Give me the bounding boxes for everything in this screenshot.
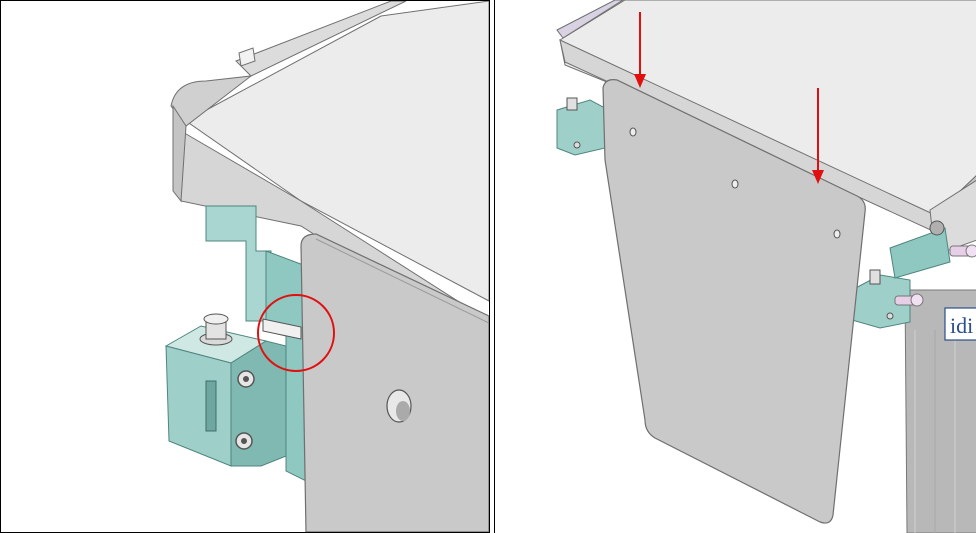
bracket-housing-front — [165, 345, 232, 467]
tray-rail — [556, 0, 624, 39]
closeup-panel — [0, 0, 490, 533]
right-thumb-screw — [869, 269, 881, 285]
brand-label-text: idi — [950, 313, 973, 338]
screw-lower-hex — [241, 438, 247, 444]
side-plate — [300, 233, 489, 532]
right-bracket-screw — [886, 312, 894, 320]
tray-rail-slot — [238, 47, 256, 67]
plate-hole-shadow — [396, 401, 410, 421]
tray-top-surface — [559, 0, 976, 216]
pin-lower-head — [910, 293, 924, 307]
right-bracket-arm — [889, 227, 951, 279]
tray-front-bevel — [170, 75, 253, 127]
tray-rail — [235, 1, 407, 77]
tray-side-edge — [172, 104, 187, 203]
closeup-illustration — [164, 1, 489, 532]
pin-upper-head — [965, 244, 976, 258]
thumb-screw-head — [203, 313, 229, 325]
plate-edge-line — [315, 238, 489, 324]
latch-tab — [262, 318, 302, 340]
brand-label-frame — [944, 307, 976, 341]
plate-hole-3 — [833, 229, 841, 239]
overview-panel: idi — [494, 0, 976, 533]
brushed-panel — [904, 289, 976, 533]
arrow-left — [634, 12, 646, 88]
side-plate — [602, 79, 866, 524]
left-bracket-screw — [573, 141, 581, 149]
tray-top-surface — [185, 1, 489, 302]
screw-upper-hex — [243, 376, 249, 382]
bracket-slot — [205, 380, 217, 432]
tray-end-knob — [929, 220, 945, 236]
highlight-circle — [257, 294, 335, 372]
bracket-upper-block — [205, 205, 272, 322]
left-bracket — [556, 99, 606, 156]
overview-illustration: idi — [556, 0, 976, 533]
plate-hole-2 — [731, 179, 739, 189]
arrow-right — [812, 88, 824, 184]
left-thumb-screw — [566, 97, 578, 111]
plate-hole-1 — [629, 127, 637, 137]
